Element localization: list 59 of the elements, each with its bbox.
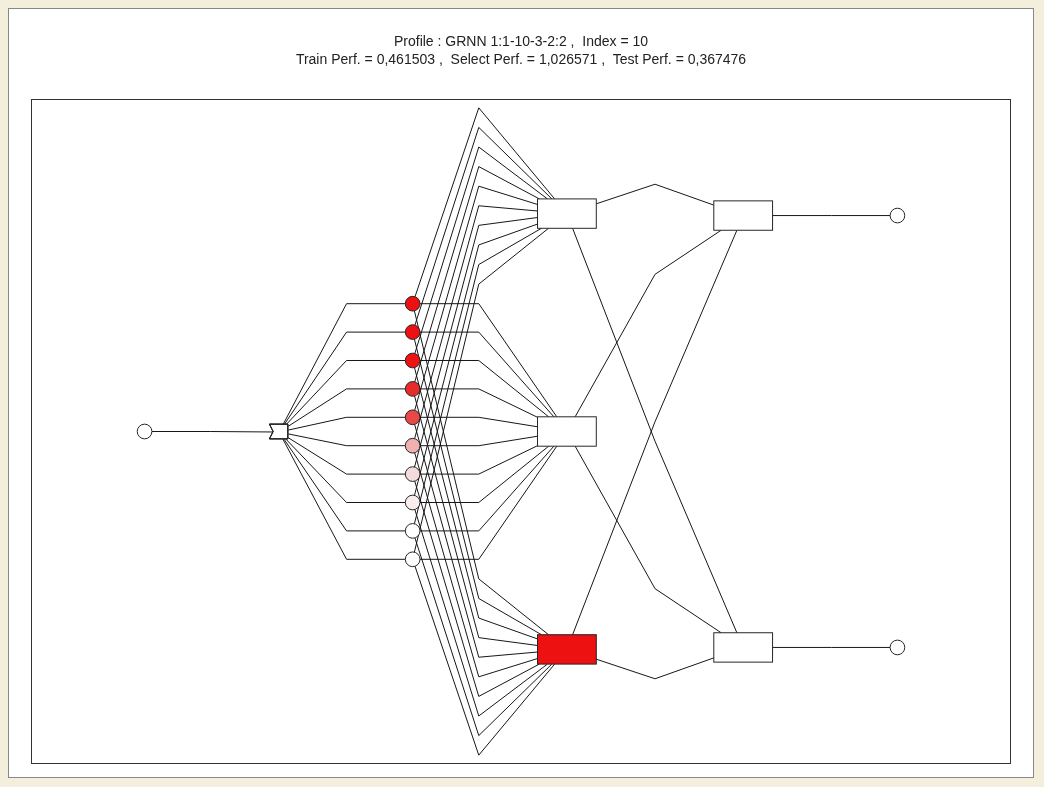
connector bbox=[414, 480, 540, 697]
node-box bbox=[537, 416, 597, 447]
connector bbox=[283, 331, 406, 426]
connector bbox=[414, 146, 548, 354]
connector bbox=[287, 416, 406, 431]
node-box bbox=[713, 200, 774, 231]
connector bbox=[414, 205, 538, 440]
chart-title: Profile : GRNN 1:1-10-3-2:2 , Index = 10 bbox=[393, 33, 649, 49]
connector bbox=[419, 303, 558, 418]
connector bbox=[285, 438, 406, 503]
connector bbox=[419, 445, 550, 503]
connector bbox=[419, 388, 538, 418]
connector bbox=[419, 416, 538, 428]
node-circle bbox=[889, 639, 906, 656]
node-circle bbox=[404, 551, 421, 568]
connector bbox=[414, 126, 553, 326]
connector bbox=[419, 360, 550, 418]
connector bbox=[595, 183, 715, 206]
connector bbox=[419, 331, 555, 418]
connector bbox=[414, 509, 548, 717]
node-circle bbox=[404, 494, 421, 511]
performance-note: Train Perf. = 0,461503 , Select Perf. = 1,026571 , Test Perf. = 0,367476 bbox=[295, 51, 747, 67]
node-circle bbox=[404, 352, 421, 369]
connector bbox=[414, 185, 538, 411]
node-box bbox=[537, 634, 597, 665]
connector bbox=[414, 107, 556, 298]
connector bbox=[282, 303, 406, 426]
connector bbox=[419, 445, 538, 475]
connector bbox=[414, 423, 538, 658]
connector bbox=[287, 388, 406, 427]
connector bbox=[574, 229, 722, 418]
connector bbox=[772, 646, 891, 648]
connector bbox=[574, 445, 722, 634]
node-circle bbox=[404, 523, 421, 539]
connector bbox=[151, 431, 275, 433]
node-box bbox=[713, 632, 774, 663]
connector bbox=[287, 437, 406, 475]
node-circle bbox=[404, 324, 421, 340]
connector bbox=[285, 360, 406, 426]
connector bbox=[419, 445, 558, 560]
connector bbox=[419, 435, 538, 447]
node-circle bbox=[889, 207, 906, 224]
node-circle bbox=[404, 466, 421, 482]
connector bbox=[772, 215, 891, 217]
node-circle bbox=[404, 437, 421, 454]
node-circle bbox=[404, 409, 421, 426]
connector bbox=[414, 452, 538, 678]
connector bbox=[414, 166, 540, 383]
connector bbox=[595, 657, 715, 680]
connector bbox=[414, 565, 556, 756]
connector bbox=[287, 433, 406, 447]
connector bbox=[414, 537, 553, 737]
connector bbox=[419, 445, 555, 532]
node-circle bbox=[136, 423, 153, 440]
node-circle bbox=[404, 381, 421, 397]
connector bbox=[283, 438, 406, 532]
node-box bbox=[537, 198, 597, 229]
connector bbox=[282, 438, 406, 560]
node-circle bbox=[404, 295, 421, 312]
